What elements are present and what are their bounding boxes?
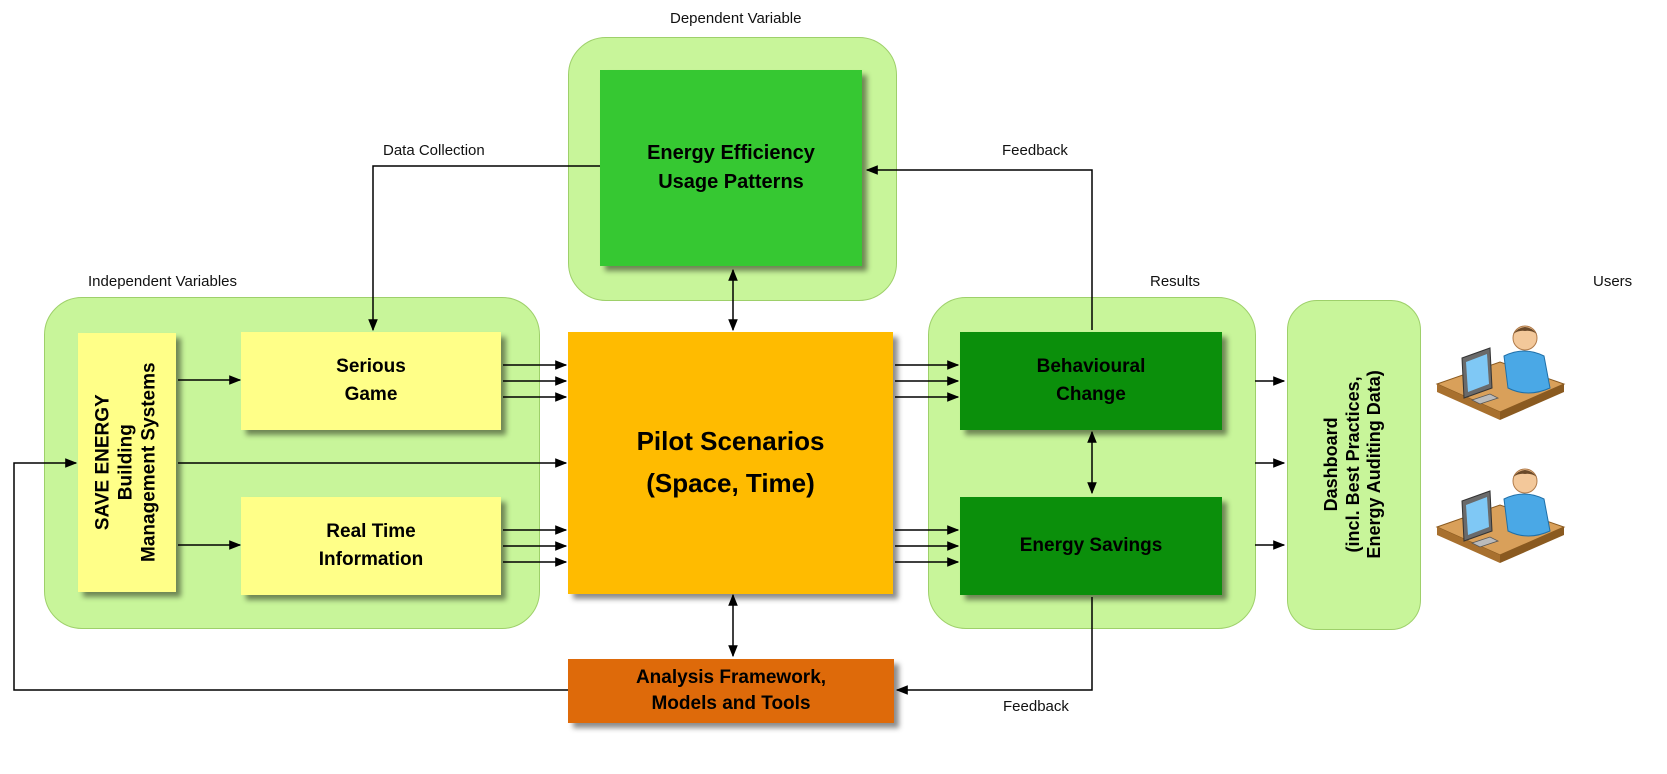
dashboard-box: Dashboard (incl. Best Practices, Energy …	[1287, 300, 1419, 628]
real-time-information-box: Real Time Information	[241, 497, 501, 595]
feedback-bottom-label: Feedback	[1003, 698, 1069, 715]
data-collection-label: Data Collection	[383, 142, 485, 159]
behavioural-line1: Behavioural	[1036, 356, 1146, 378]
serious-game-line2: Game	[344, 384, 398, 405]
serious-game-line1: Serious	[336, 356, 406, 378]
save-energy-box: SAVE ENERGY Building Management Systems	[78, 333, 176, 592]
feedback-bottom-arrow	[895, 597, 1093, 695]
behavioural-line2: Change	[1056, 384, 1126, 405]
energy-efficiency-box: Energy Efficiency Usage Patterns	[600, 70, 862, 266]
pilot-scenarios-box: Pilot Scenarios (Space, Time)	[568, 332, 893, 594]
energy-efficiency-line1: Energy Efficiency	[647, 142, 815, 164]
dashboard-line2: (incl. Best Practices,	[1342, 375, 1363, 553]
analysis-to-save-arrow	[13, 458, 568, 691]
real-time-line1: Real Time	[326, 521, 416, 543]
dashboard-line1: Dashboard	[1320, 416, 1341, 512]
user-at-computer-icon	[1435, 468, 1566, 563]
analysis-line2: Models and Tools	[651, 693, 811, 714]
energy-savings-line1: Energy Savings	[1019, 535, 1163, 557]
energy-efficiency-line2: Usage Patterns	[658, 171, 804, 193]
dashboard-line3: Energy Auditing Data)	[1363, 369, 1384, 559]
save-energy-line3: Management Systems	[138, 362, 160, 563]
pilot-line2: (Space, Time)	[646, 468, 815, 498]
serious-game-box: Serious Game	[241, 332, 501, 430]
save-energy-line2: Building	[115, 424, 137, 501]
behavioural-change-box: Behavioural Change	[960, 332, 1222, 430]
energy-savings-box: Energy Savings	[960, 497, 1222, 595]
pilot-line1: Pilot Scenarios	[636, 426, 825, 457]
independent-variables-label: Independent Variables	[88, 273, 238, 290]
analysis-line1: Analysis Framework,	[635, 667, 827, 689]
analysis-framework-box: Analysis Framework, Models and Tools	[568, 659, 894, 723]
results-label: Results	[1150, 273, 1201, 290]
users-label: Users	[1593, 273, 1633, 290]
user-at-computer-icon	[1435, 325, 1566, 420]
data-collection-arrow	[368, 165, 601, 332]
users-dashboard-group	[1287, 300, 1421, 630]
real-time-line2: Information	[318, 549, 424, 570]
save-energy-line1: SAVE ENERGY	[92, 394, 114, 531]
feedback-top-label: Feedback	[1002, 142, 1068, 159]
feedback-top-arrow	[865, 165, 1093, 330]
dependent-variable-label: Dependent Variable	[670, 10, 802, 27]
